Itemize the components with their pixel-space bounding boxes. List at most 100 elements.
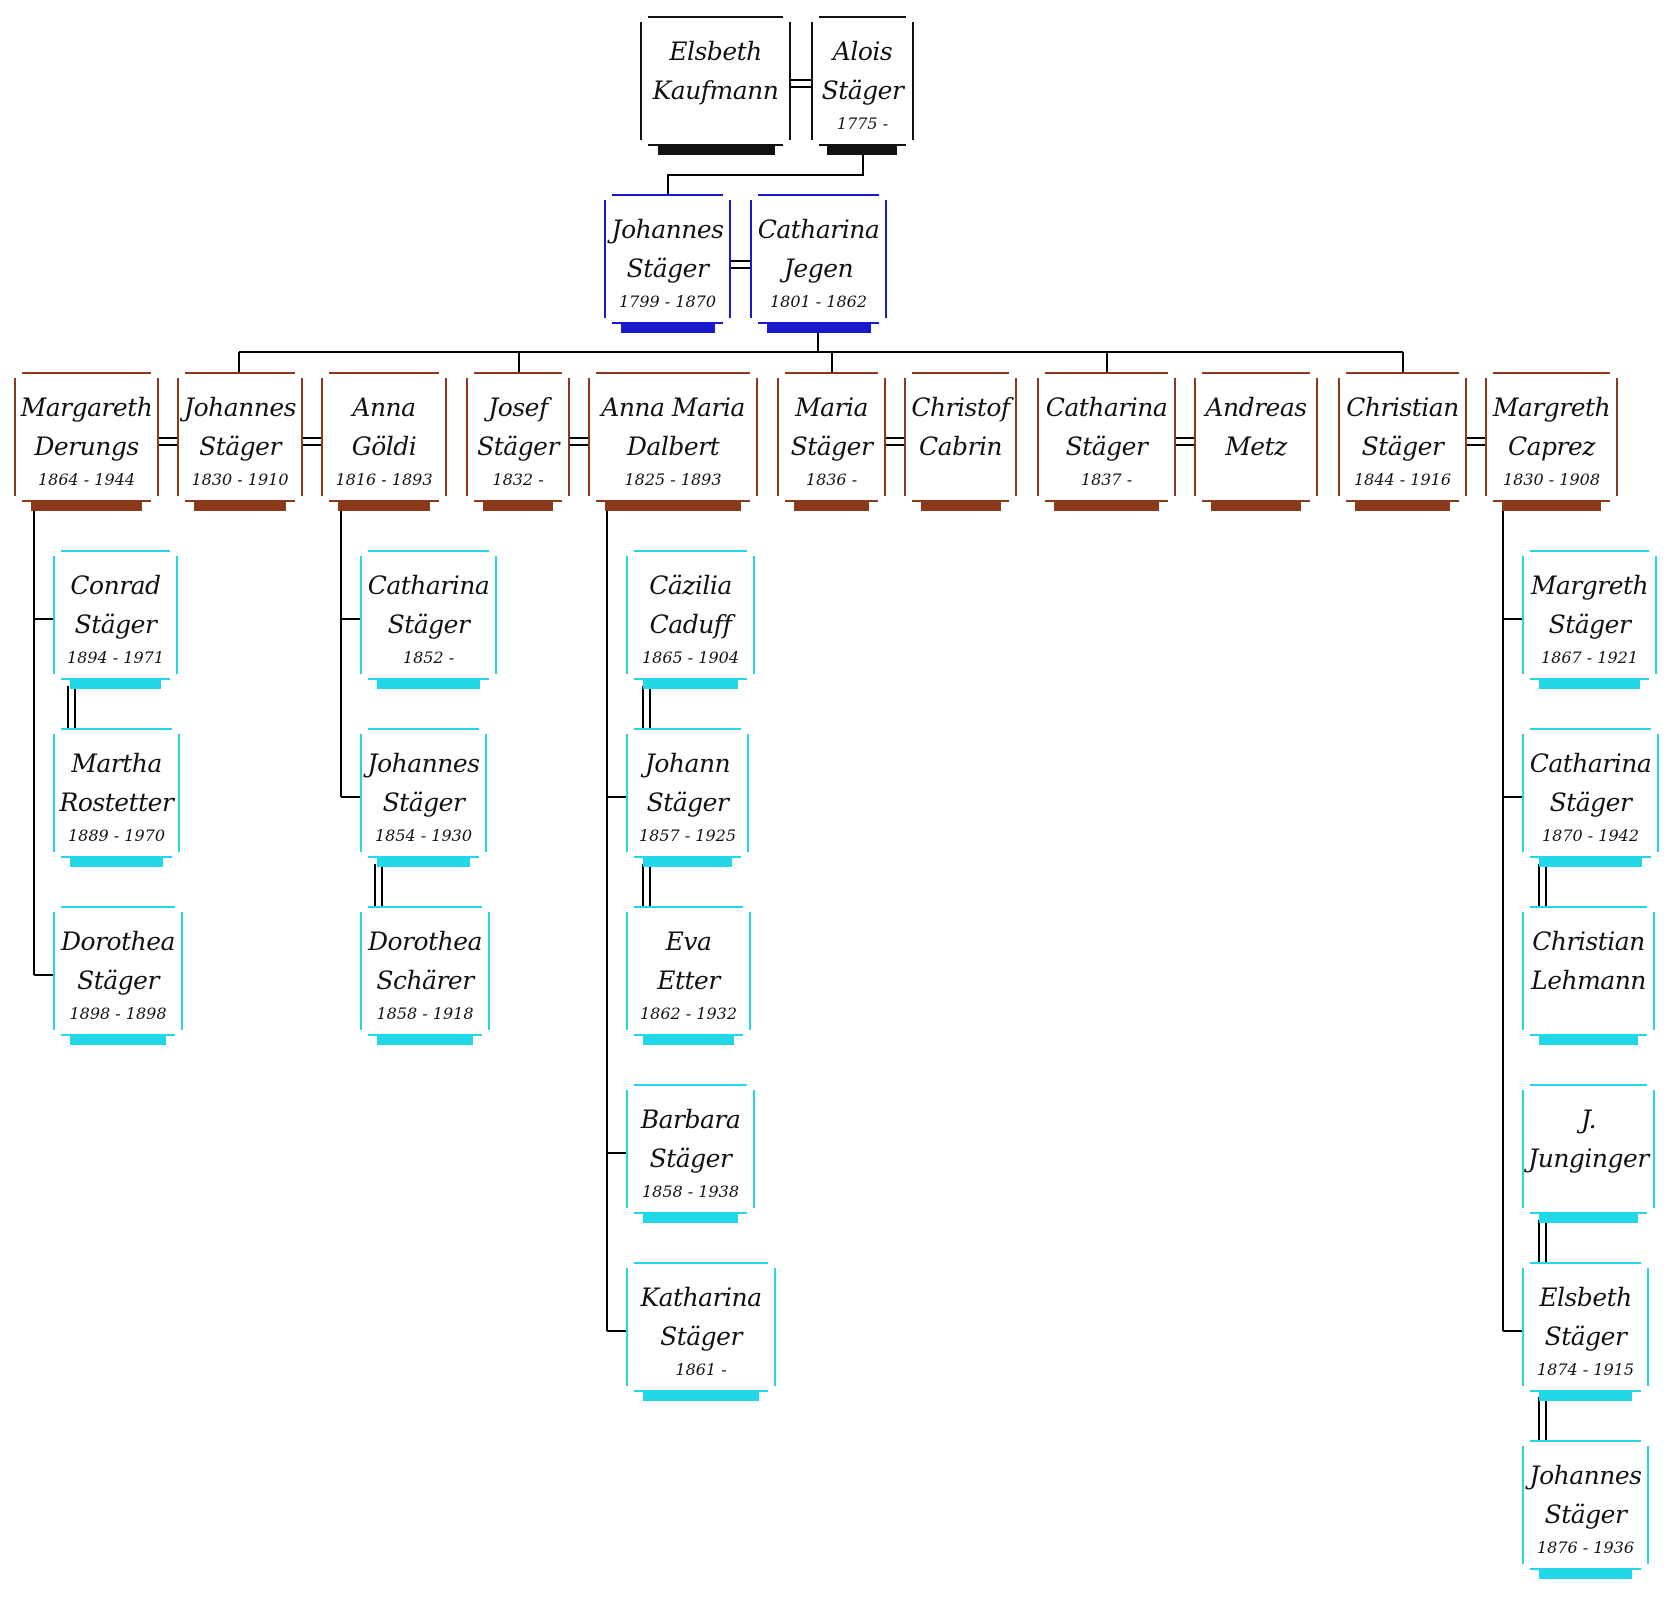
person-last-name: Stäger <box>790 432 873 461</box>
person-card-eva-etter[interactable]: Eva Etter 1862 - 1932 <box>626 906 751 1036</box>
card-footer-bar <box>1539 1570 1632 1579</box>
person-last-name: Rostetter <box>59 788 174 817</box>
person-card-christof-cabrin[interactable]: Christof Cabrin <box>904 372 1017 502</box>
card-footer-bar <box>1539 1392 1632 1401</box>
person-card-johann-stager[interactable]: Johann Stäger 1857 - 1925 <box>626 728 749 858</box>
person-card-johannes-stager-1799[interactable]: Johannes Stäger 1799 - 1870 <box>604 194 731 324</box>
person-card-johannes-stager-1830[interactable]: Johannes Stäger 1830 - 1910 <box>177 372 303 502</box>
person-card-dorothea-stager[interactable]: Dorothea Stäger 1898 - 1898 <box>53 906 183 1036</box>
person-card-barbara-stager[interactable]: Barbara Stäger 1858 - 1938 <box>626 1084 755 1214</box>
person-first-name: Johannes <box>1529 1461 1642 1490</box>
person-first-name: Johannes <box>184 393 296 422</box>
person-dates: 1894 - 1971 <box>66 648 164 667</box>
person-first-name: Eva <box>665 927 712 956</box>
person-last-name: Stäger <box>1065 432 1148 461</box>
person-first-name: Barbara <box>640 1105 741 1134</box>
card-footer-bar <box>658 146 775 155</box>
person-card-elsbeth-kaufmann[interactable]: Elsbeth Kaufmann <box>640 16 791 146</box>
person-card-anna-goldi[interactable]: Anna Göldi 1816 - 1893 <box>321 372 447 502</box>
person-card-alois-stager[interactable]: Alois Stäger 1775 - <box>811 16 914 146</box>
person-dates: 1836 - <box>805 470 858 489</box>
person-first-name: Margareth <box>20 393 153 422</box>
person-card-josef-stager[interactable]: Josef Stäger 1832 - <box>466 372 570 502</box>
person-last-name: Stäger <box>646 788 729 817</box>
person-card-j-junginger[interactable]: J. Junginger <box>1522 1084 1655 1214</box>
person-dates: 1832 - <box>492 470 544 489</box>
person-card-catharina-stager-1870[interactable]: Catharina Stäger 1870 - 1942 <box>1522 728 1659 858</box>
person-first-name: Catharina <box>757 215 880 244</box>
person-card-andreas-metz[interactable]: Andreas Metz <box>1194 372 1318 502</box>
person-last-name: Stäger <box>77 966 159 995</box>
person-card-johannes-stager-1854[interactable]: Johannes Stäger 1854 - 1930 <box>360 728 487 858</box>
person-last-name: Lehmann <box>1531 966 1646 995</box>
person-first-name: J. <box>1580 1105 1597 1134</box>
person-card-christian-lehmann[interactable]: Christian Lehmann <box>1522 906 1655 1036</box>
person-card-margareth-derungs[interactable]: Margareth Derungs 1864 - 1944 <box>14 372 159 502</box>
person-card-johannes-stager-1876[interactable]: Johannes Stäger 1876 - 1936 <box>1522 1440 1649 1570</box>
person-dates: 1816 - 1893 <box>335 470 433 489</box>
card-footer-bar <box>643 858 732 867</box>
card-footer-bar <box>1539 858 1642 867</box>
person-last-name: Stäger <box>477 432 559 461</box>
person-dates: 1858 - 1918 <box>376 1004 474 1023</box>
person-card-catharina-stager-1852[interactable]: Catharina Stäger 1852 - <box>360 550 497 680</box>
person-last-name: Stäger <box>387 610 470 639</box>
card-footer-bar <box>377 858 470 867</box>
person-card-maria-stager[interactable]: Maria Stäger 1836 - <box>777 372 886 502</box>
person-dates: 1858 - 1938 <box>641 1182 739 1201</box>
person-first-name: Margreth <box>1530 571 1649 600</box>
person-first-name: Christian <box>1532 927 1645 956</box>
person-dates: 1876 - 1936 <box>1536 1538 1634 1557</box>
card-footer-bar <box>1502 502 1601 511</box>
person-dates: 1852 - <box>402 648 455 667</box>
person-first-name: Christof <box>911 393 1010 422</box>
person-first-name: Johann <box>644 749 731 778</box>
person-last-name: Metz <box>1225 432 1287 461</box>
person-card-dorothea-scharer[interactable]: Dorothea Schärer 1858 - 1918 <box>360 906 490 1036</box>
person-card-anna-maria-dalbert[interactable]: Anna Maria Dalbert 1825 - 1893 <box>588 372 758 502</box>
card-footer-bar <box>483 502 553 511</box>
person-dates: 1889 - 1970 <box>67 826 165 845</box>
person-card-christian-stager[interactable]: Christian Stäger 1844 - 1916 <box>1338 372 1467 502</box>
person-card-katharina-stager[interactable]: Katharina Stäger 1861 - <box>626 1262 776 1392</box>
person-first-name: Martha <box>71 749 162 778</box>
person-card-catharina-jegen[interactable]: Catharina Jegen 1801 - 1862 <box>750 194 887 324</box>
person-dates: 1861 - <box>675 1360 727 1379</box>
person-last-name: Schärer <box>376 966 474 995</box>
person-last-name: Stäger <box>1544 1322 1627 1351</box>
person-dates: 1898 - 1898 <box>69 1004 167 1023</box>
person-last-name: Caprez <box>1508 432 1595 461</box>
person-first-name: Alois <box>832 37 893 66</box>
person-last-name: Caduff <box>649 610 732 639</box>
person-card-catharina-stager-1837[interactable]: Catharina Stäger 1837 - <box>1037 372 1176 502</box>
person-dates: 1874 - 1915 <box>1536 1360 1634 1379</box>
person-last-name: Göldi <box>351 432 417 461</box>
person-card-elsbeth-stager[interactable]: Elsbeth Stäger 1874 - 1915 <box>1522 1262 1649 1392</box>
person-card-cazilia-caduff[interactable]: Cäzilia Caduff 1865 - 1904 <box>626 550 755 680</box>
card-footer-bar <box>643 680 738 689</box>
card-footer-bar <box>377 1036 473 1045</box>
person-first-name: Dorothea <box>368 927 482 956</box>
person-last-name: Stäger <box>1361 432 1444 461</box>
person-dates: 1857 - 1925 <box>638 826 736 845</box>
person-first-name: Elsbeth <box>669 37 762 66</box>
person-first-name: Andreas <box>1205 393 1307 422</box>
person-last-name: Cabrin <box>918 432 1003 461</box>
person-first-name: Johannes <box>611 215 724 244</box>
person-first-name: Conrad <box>70 571 161 600</box>
person-last-name: Stäger <box>821 76 904 105</box>
person-card-margreth-stager[interactable]: Margreth Stäger 1867 - 1921 <box>1522 550 1657 680</box>
person-first-name: Anna <box>352 393 416 422</box>
card-footer-bar <box>1539 1214 1638 1223</box>
person-dates: 1870 - 1942 <box>1541 826 1639 845</box>
person-dates: 1837 - <box>1080 470 1133 489</box>
person-dates: 1775 - <box>836 114 889 133</box>
person-card-margreth-caprez[interactable]: Margreth Caprez 1830 - 1908 <box>1485 372 1618 502</box>
person-first-name: Katharina <box>640 1283 762 1312</box>
person-card-martha-rostetter[interactable]: Martha Rostetter 1889 - 1970 <box>53 728 180 858</box>
card-footer-bar <box>794 502 869 511</box>
person-card-conrad-stager[interactable]: Conrad Stäger 1894 - 1971 <box>53 550 178 680</box>
person-last-name: Stäger <box>74 610 157 639</box>
card-footer-bar <box>70 680 161 689</box>
